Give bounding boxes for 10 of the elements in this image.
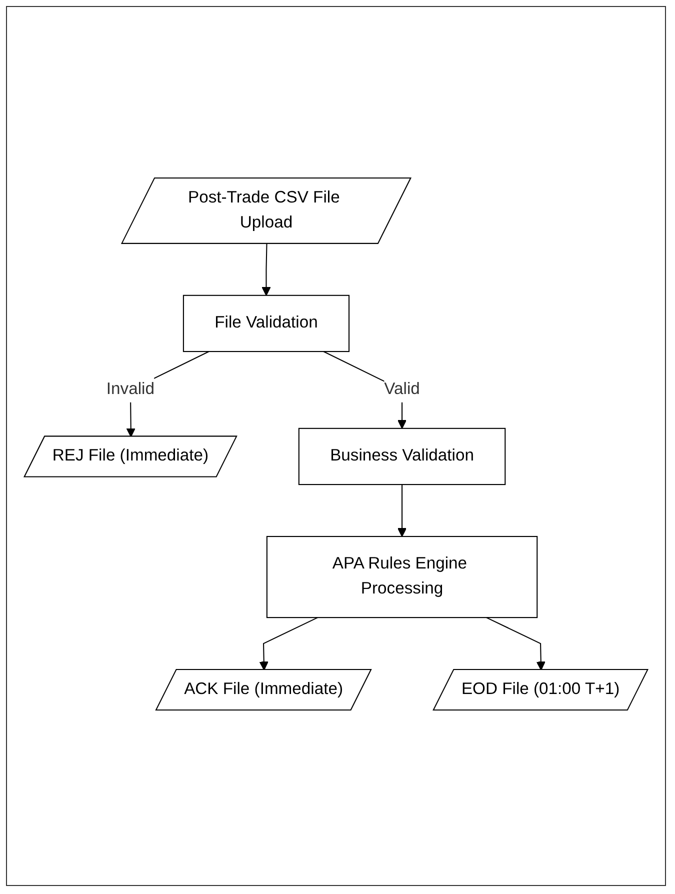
arrow	[397, 484, 407, 536]
edge-label: Valid	[384, 380, 420, 398]
node-box	[266, 535, 538, 618]
arrow	[259, 616, 318, 670]
arrow	[262, 243, 271, 296]
node-box	[182, 294, 350, 352]
edge-label: Invalid	[106, 380, 154, 398]
node-box	[298, 427, 506, 485]
arrow	[486, 616, 546, 670]
diagram-border: Invalid Valid Post-Trade CSV File Upload File Validation REJ File (Immediate) Business Validation APA Rules Engine Processing ACK File (Immediate) EOD File (01:00 T+1)	[6, 6, 666, 886]
